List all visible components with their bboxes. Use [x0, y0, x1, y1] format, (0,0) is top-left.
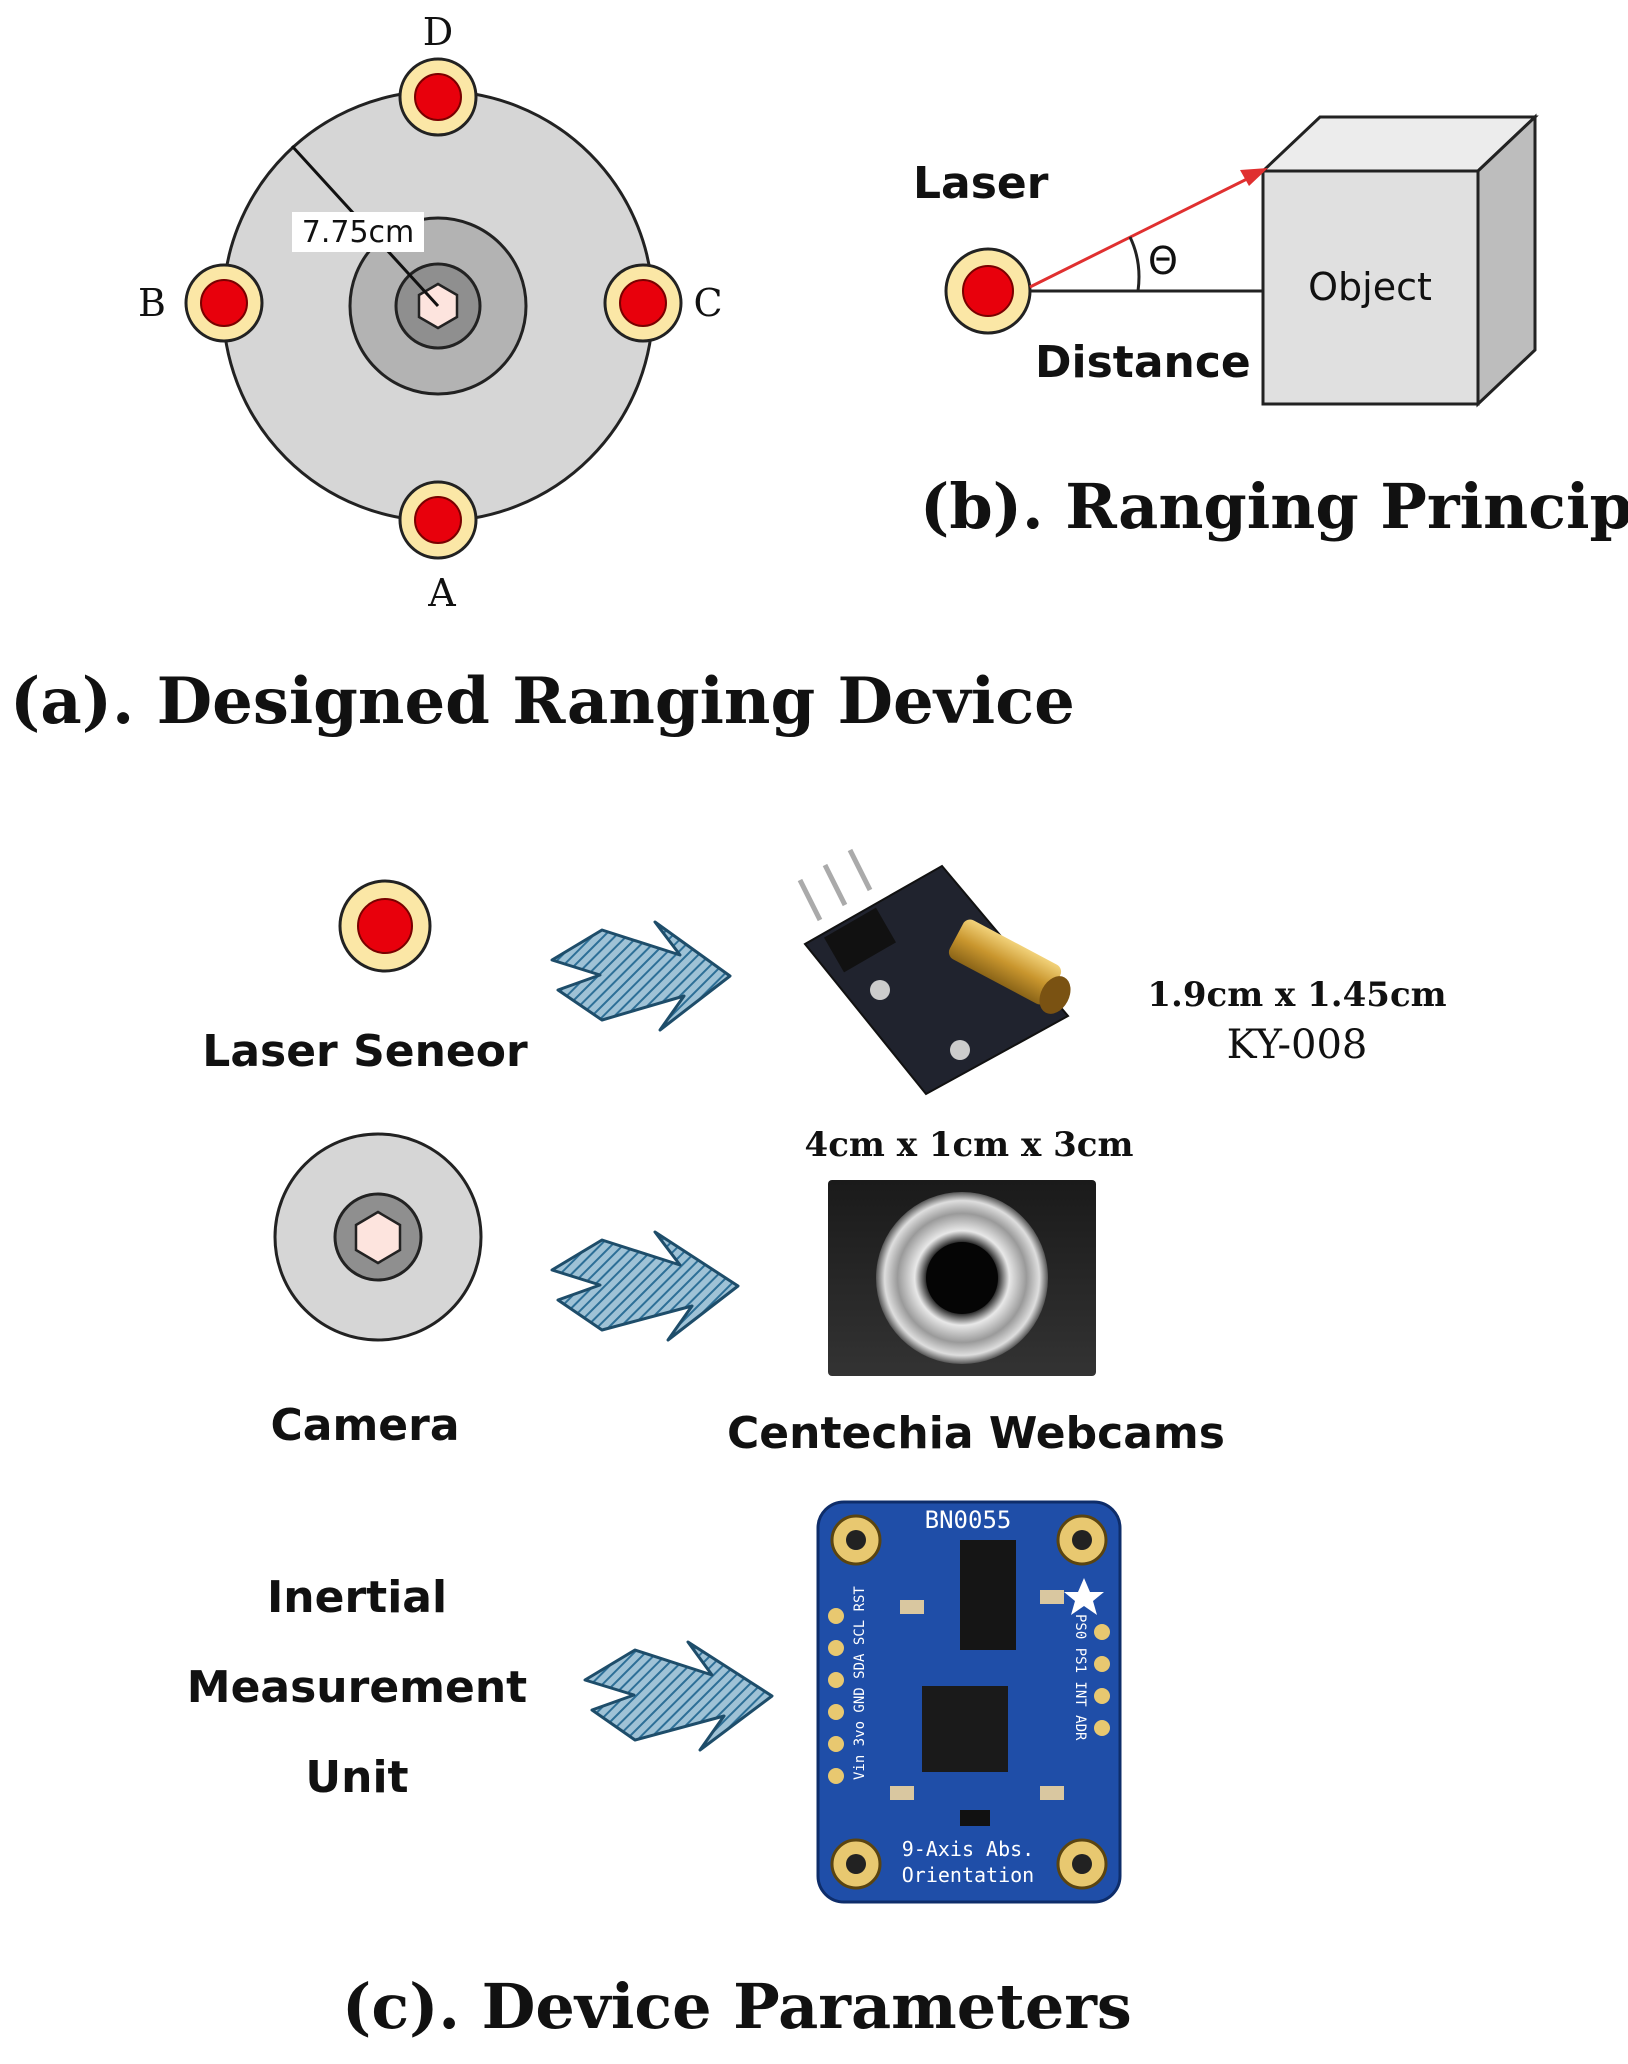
- arrow-laser-icon: [550, 920, 732, 1032]
- board-right-pins-label: PS0 PS1 INT ADR: [1072, 1614, 1088, 1741]
- laser-d: [398, 57, 478, 137]
- laser-d-label: D: [423, 10, 453, 54]
- board-bottom-label-1: 9-Axis Abs.: [902, 1837, 1034, 1861]
- panel-b-caption: (b). Ranging Principle: [920, 470, 1628, 543]
- object-label: Object: [1308, 265, 1432, 309]
- imu-label-line1: Inertial: [267, 1572, 447, 1623]
- laser-size-label: 1.9cm x 1.45cm: [1147, 975, 1446, 1015]
- board-left-pins-label: Vin 3vo GND SDA SCL RST: [852, 1586, 868, 1780]
- panel-b-ranging-principle: Laser Object Θ Distance (b). Ranging Pri…: [913, 113, 1628, 543]
- object-cube: [1259, 113, 1539, 408]
- laser-c: [603, 263, 683, 343]
- laser-c-label: C: [693, 281, 722, 325]
- imu-label-line2: Measurement: [187, 1662, 527, 1713]
- panel-c-caption: (c). Device Parameters: [342, 1970, 1132, 2043]
- webcam-label: Centechia Webcams: [727, 1408, 1225, 1459]
- bno055-board-image: BN0055 9-Axis Abs. Orientation Vin 3vo G…: [816, 1500, 1122, 1904]
- ky008-module-image: [797, 848, 1071, 1096]
- arrow-imu-icon: [583, 1640, 774, 1752]
- panel-a-caption: (a). Designed Ranging Device: [10, 664, 1075, 739]
- radius-label: 7.75cm: [302, 215, 415, 250]
- laser-a: [398, 480, 478, 560]
- camera-icon: [273, 1132, 483, 1342]
- arrow-camera-icon: [550, 1230, 740, 1342]
- laser-ray: [1029, 169, 1264, 289]
- angle-arc: [1128, 236, 1141, 292]
- laser-b: [184, 263, 264, 343]
- camera-label: Camera: [270, 1400, 459, 1451]
- angle-label: Θ: [1148, 239, 1178, 283]
- laser-model-label: KY-008: [1227, 1022, 1368, 1068]
- laser-a-label: A: [427, 571, 456, 615]
- ray-arrowhead: [1240, 168, 1268, 186]
- radius-label-bg: [292, 212, 424, 252]
- laser-sensor-label: Laser Seneor: [202, 1026, 528, 1077]
- webcam-image: [828, 1180, 1096, 1376]
- distance-label: Distance: [1035, 337, 1251, 388]
- panel-c-device-parameters: Laser Seneor 1.9cm x 1.45cm KY-008 Camer…: [187, 848, 1447, 2043]
- laser-sensor-icon: [338, 879, 432, 973]
- laser-emitter: [944, 247, 1032, 335]
- camera-size-label: 4cm x 1cm x 3cm: [805, 1125, 1134, 1165]
- board-top-label: BN0055: [925, 1506, 1012, 1534]
- laser-label: Laser: [913, 158, 1049, 209]
- board-bottom-label-2: Orientation: [902, 1863, 1034, 1887]
- imu-label-line3: Unit: [305, 1752, 408, 1803]
- laser-b-label: B: [138, 281, 166, 325]
- panel-a-ranging-device: 7.75cm D B C A (a). Designed Ranging Dev…: [10, 10, 1075, 739]
- board-star-icon: [1064, 1578, 1104, 1615]
